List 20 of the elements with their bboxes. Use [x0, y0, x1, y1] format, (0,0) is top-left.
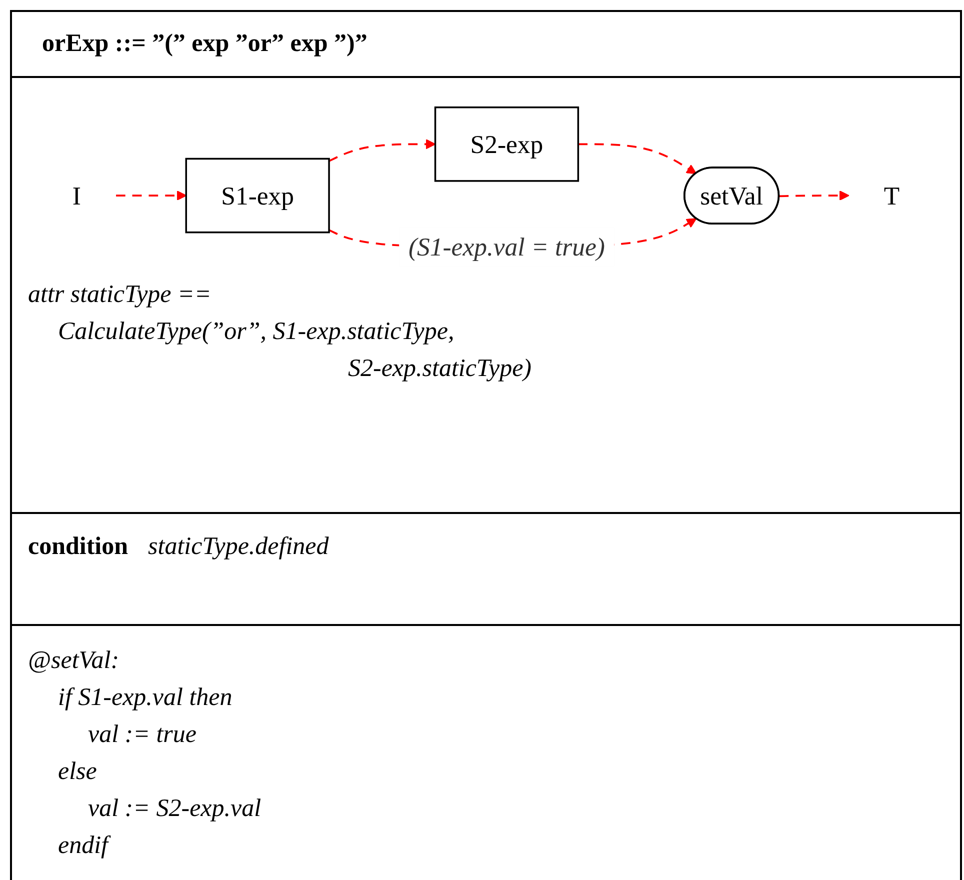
code-line: @setVal:: [28, 646, 120, 676]
node-box: S2-exp: [434, 106, 580, 182]
node-box: S1-exp: [185, 158, 330, 234]
section-keyword: condition: [28, 532, 128, 562]
arrow: [328, 139, 436, 162]
code-line: else: [58, 757, 97, 787]
attribute-definition: S2-exp.staticType): [348, 354, 532, 384]
arrow: [578, 143, 697, 174]
node-text: I: [72, 180, 81, 210]
code-line: val := true: [88, 720, 197, 750]
attribute-definition: CalculateType(”or”, S1-exp.staticType,: [58, 316, 454, 347]
code-line: val := S2-exp.val: [88, 794, 262, 824]
grammar-rule-heading: orExp ::= ”(” exp ”or” exp ”)”: [42, 30, 368, 58]
arrow: [116, 190, 187, 201]
code-line: if S1-exp.val then: [58, 683, 232, 713]
attribute-definition: attr staticType ==: [28, 280, 212, 310]
arrow: [779, 190, 850, 201]
edge-label: (S1-exp.val = true): [408, 232, 605, 262]
condition-text: staticType.defined: [148, 532, 329, 562]
node-text: T: [884, 180, 900, 210]
